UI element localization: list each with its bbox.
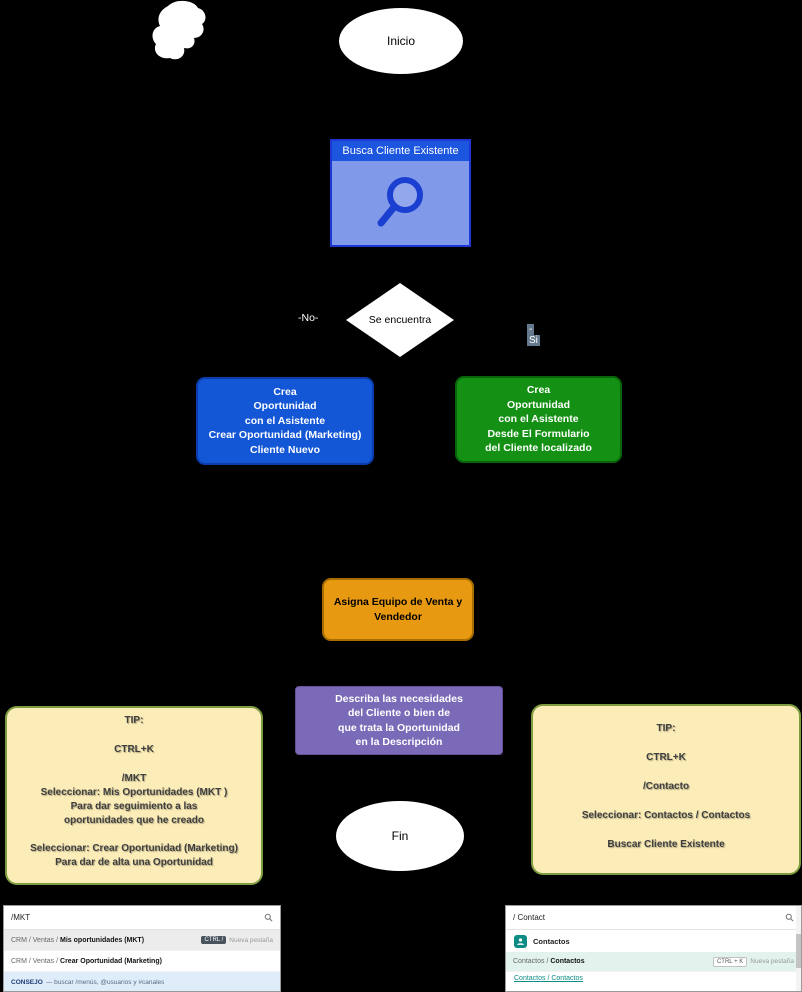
decision-label: Se encuentra [368,314,432,326]
box-line: del Cliente o bien de [347,707,451,719]
tip-line: Seleccionar: Contactos / Contactos [581,810,751,821]
connector-line [537,463,539,521]
describe-needs-node[interactable]: Describa las necesidades del Cliente o b… [295,686,503,755]
palette-row[interactable]: CRM / Ventas / Crear Oportunidad (Market… [4,951,280,972]
kbd-badge: CTRL + K [712,956,748,967]
connector-line [399,247,401,283]
tip-line: Seleccionar: Crear Oportunidad (Marketin… [30,843,238,854]
decision-node[interactable]: Se encuentra [346,283,454,357]
create-opportunity-new-client-node[interactable]: Crea Oportunidad con el Asistente Crear … [196,377,374,465]
tipbar-text: — buscar /menús, @usuarios y #canales [45,978,165,986]
box-line: Crear Oportunidad (Marketing) [208,429,362,442]
box-line: Describa las necesidades [335,692,463,705]
palette-tipbar: CONSEJO — buscar /menús, @usuarios y #ca… [4,972,280,991]
tip-line: Seleccionar: Mis Oportunidades (MKT ) [40,787,228,798]
contacts-app-icon [514,934,527,948]
box-line: Crea [526,384,551,397]
connector-line [284,319,286,377]
palette-row[interactable]: Contactos / Contactos CTRL + K Nueva pes… [506,952,801,972]
palette-search-row[interactable]: / Contact [506,906,801,930]
connector-line [398,521,400,578]
connector-line [285,319,347,321]
section-label: Contactos [533,936,570,946]
search-client-body [332,161,469,245]
tip-line: oportunidades que he creado [63,815,205,826]
box-line: que trata la Oportunidad [338,721,460,734]
palette-query: /MKT [11,913,31,922]
connector-line [284,465,286,521]
box-line: con el Asistente [498,413,579,426]
shortcut-hint: Nueva pestaña [229,936,273,944]
palette-row-shortcut: CTRL + K Nueva pestaña [712,956,794,967]
tip-note-contacto[interactable]: TIP: CTRL+K /Contacto Seleccionar: Conta… [531,704,801,875]
box-line: Oportunidad [253,400,317,413]
connector-line [537,319,539,376]
tip-note-mkt[interactable]: TIP: CTRL+K /MKT Seleccionar: Mis Oportu… [5,706,263,885]
box-line: con el Asistente [244,414,326,427]
edge-label-yes-line1: - [527,324,535,335]
search-icon [264,913,273,922]
palette-query: / Contact [513,913,546,922]
box-line: Asigna Equipo de Venta y [333,596,463,608]
connector-line [453,319,538,321]
command-palette-screenshot-mkt: /MKT CRM / Ventas / Mis oportunidades (M… [3,905,281,992]
palette-row-shortcut: CTRL / Nueva pestaña [201,936,273,944]
tip-line: /Contacto [642,781,690,792]
box-line: Oportunidad [507,398,570,411]
edge-label-yes-line2: Si [527,335,540,346]
search-client-title: Busca Cliente Existente [332,141,469,161]
command-palette-screenshot-contact: / Contact Contactos Contactos / Contacto… [505,905,802,992]
connector-line [399,73,401,139]
start-node[interactable]: Inicio [338,7,464,75]
search-icon [785,913,794,922]
palette-row-text: CRM / Ventas / Mis oportunidades (MKT) [11,936,145,944]
tip-line: /MKT [121,773,147,784]
start-label: Inicio [386,34,415,48]
box-line: Cliente Nuevo [249,443,320,456]
connector-line [284,520,539,522]
tip-line: CTRL+K [114,744,154,755]
end-label: Fin [391,829,409,843]
tip-line: Buscar Cliente Existente [607,839,725,850]
assign-sales-team-node[interactable]: Asigna Equipo de Venta y Vendedor [322,578,474,641]
tip-line: Para dar de alta una Oportunidad [55,857,213,868]
search-client-node[interactable]: Busca Cliente Existente [330,139,471,247]
palette-row-text: CRM / Ventas / Crear Oportunidad (Market… [11,957,162,965]
tip-line: TIP: [124,715,144,726]
palette-section-row[interactable]: Contactos [506,930,801,952]
create-opportunity-found-client-node[interactable]: Crea Oportunidad con el Asistente Desde … [455,376,622,463]
scrollbar-thumb[interactable] [796,934,801,968]
magnifier-icon [377,177,423,227]
palette-row[interactable]: CRM / Ventas / Mis oportunidades (MKT) C… [4,930,280,951]
connector-line [398,755,400,800]
tipbar-label: CONSEJO [11,978,43,986]
palette-search-row[interactable]: /MKT [4,906,280,930]
box-line: Vendedor [374,610,422,623]
tip-line: CTRL+K [646,752,686,763]
tip-line: TIP: [656,723,676,734]
hand-cursor-shape [150,0,212,69]
palette-row-partial[interactable]: Contactos / Contactos [514,975,583,982]
scrollbar[interactable] [796,906,801,991]
connector-line [397,641,399,686]
box-line: Crea [273,385,297,398]
end-node[interactable]: Fin [335,800,465,872]
edge-label-no: -No- [298,312,319,324]
box-line: en la Descripción [355,736,443,748]
box-line: Desde El Formulario [487,427,590,440]
hand-cursor-icon [152,0,206,60]
person-icon [517,937,524,945]
tip-line: Para dar seguimiento a las [70,801,198,812]
palette-row-text: Contactos / Contactos [513,958,585,965]
box-line: del Cliente localizado [485,442,592,455]
kbd-badge: CTRL / [201,936,227,944]
edge-label-yes: - Si [527,324,540,346]
shortcut-hint: Nueva pestaña [750,958,794,965]
